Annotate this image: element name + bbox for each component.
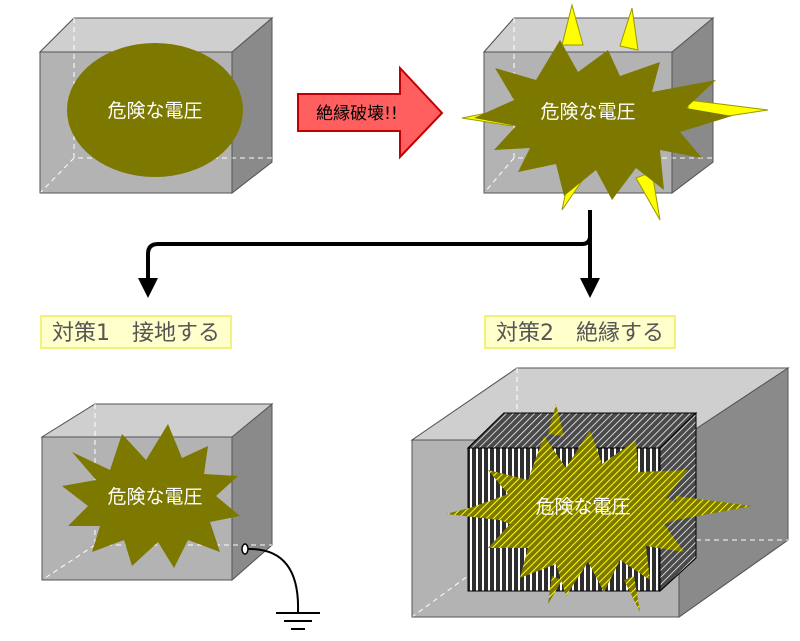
spark-yellow	[619, 7, 639, 51]
spark-yellow	[561, 3, 584, 46]
ground-terminal	[241, 543, 249, 555]
measure2-label: 対策2 絶縁する	[484, 315, 676, 349]
danger-voltage-starburst	[470, 430, 700, 596]
danger-voltage-starburst	[62, 424, 240, 568]
danger-voltage-starburst	[474, 40, 732, 200]
box-top-left: 危険な電圧	[38, 16, 274, 195]
ground-wire	[247, 547, 300, 613]
breakdown-arrow-label: 絶縁破壊!!	[316, 104, 398, 124]
spark-hatched	[676, 496, 752, 520]
danger-voltage-text-4: 危険な電圧	[535, 496, 630, 518]
measure1-label: 対策1 接地する	[40, 315, 232, 349]
spark-hatched	[624, 576, 640, 612]
danger-voltage-text-1: 危険な電圧	[107, 100, 202, 122]
spark-hatched	[548, 576, 562, 604]
danger-voltage-ellipse	[67, 43, 243, 177]
danger-voltage-text-3: 危険な電圧	[107, 486, 202, 508]
box-top-right: 危険な電圧	[461, 3, 769, 221]
breakdown-arrow: 絶縁破壊!!	[297, 65, 444, 160]
branch-arrows	[138, 210, 600, 298]
spark-hatched	[548, 404, 564, 436]
box-bottom-left: 危険な電圧	[40, 402, 320, 630]
box-bottom-right: 危険な電圧	[410, 367, 790, 618]
spark-yellow	[635, 171, 661, 221]
danger-voltage-text-2: 危険な電圧	[540, 101, 635, 123]
ground-symbol-icon	[276, 612, 320, 630]
